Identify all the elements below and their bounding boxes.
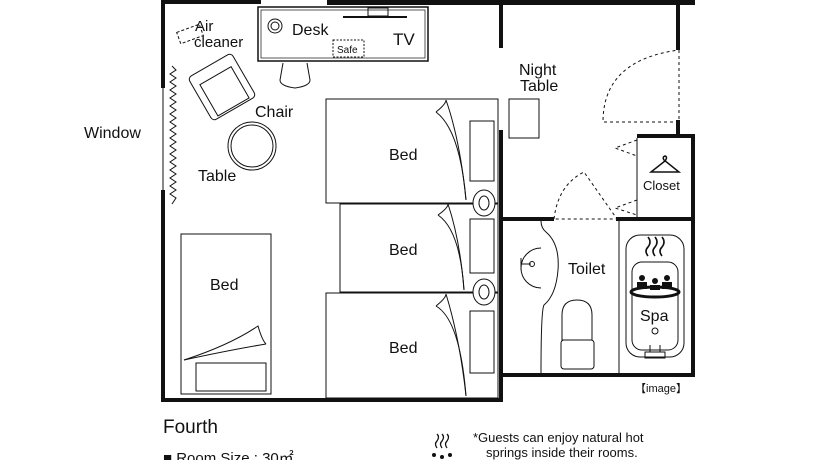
bed-3: Bed <box>325 292 499 399</box>
hot-spring-icon <box>629 236 681 299</box>
hot-spring-note: *Guests can enjoy natural hot <box>473 430 644 445</box>
image-tag: 【image】 <box>635 382 687 395</box>
toilet <box>560 299 595 370</box>
spa-bath <box>625 234 685 359</box>
walls <box>161 0 695 402</box>
night-table-label: Night <box>519 62 557 79</box>
bed-label: Bed <box>389 147 417 164</box>
table-label: Table <box>198 168 236 185</box>
bed-label: Bed <box>389 340 417 357</box>
armchair <box>188 53 256 121</box>
bed-label: Bed <box>389 242 417 259</box>
spa-label: Spa <box>640 308 669 325</box>
tv-label: TV <box>393 30 415 49</box>
door-swings <box>553 49 680 220</box>
bed-2: Bed <box>339 203 499 293</box>
hot-spring-note-icon <box>432 433 452 459</box>
bed-4: Bed <box>180 233 272 395</box>
curtain <box>169 65 177 205</box>
window-label: Window <box>84 125 141 142</box>
room-name: Fourth <box>163 417 218 438</box>
chair-label: Chair <box>255 104 294 121</box>
night-table <box>508 98 540 139</box>
sink <box>520 247 542 289</box>
air-cleaner-label: cleaner <box>194 34 243 51</box>
safe-label: Safe <box>337 45 358 56</box>
room-size: ■ Room Size : 30㎡ <box>163 450 294 460</box>
closet-label: Closet <box>643 178 680 193</box>
hot-spring-note: springs inside their rooms. <box>486 445 638 460</box>
vanity-counter <box>540 220 559 374</box>
desk: Desk Safe TV <box>257 6 429 62</box>
toilet-label: Toilet <box>568 261 606 278</box>
desk-label: Desk <box>292 22 329 39</box>
bed-1: Bed <box>325 98 499 204</box>
round-table <box>227 121 277 171</box>
hanger-icon <box>648 155 682 173</box>
air-cleaner-label: Air <box>195 18 213 35</box>
night-table-label: Table <box>520 78 558 95</box>
desk-chair <box>279 62 311 89</box>
bed-side-lamps <box>472 189 496 306</box>
bed-label: Bed <box>210 277 238 294</box>
